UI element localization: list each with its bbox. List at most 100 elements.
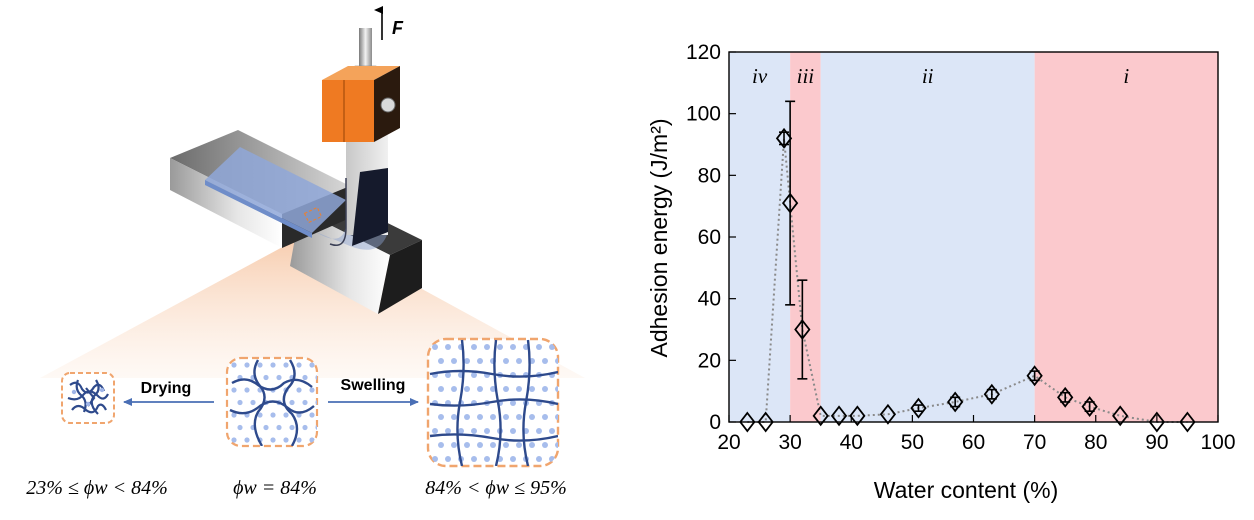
sample-marker [303,206,323,224]
solvent-dot [549,456,555,462]
solvent-dot [231,362,237,368]
data-point [1112,405,1129,427]
solvent-dot [484,344,490,350]
phi-label-right: 84% < ϕw ≤ 95% [425,477,566,499]
solvent-dot [237,399,243,406]
substrate-slab [170,130,350,248]
solvent-dot [536,344,542,350]
region-label-iii: iii [797,64,815,88]
solvent-dot [315,424,317,431]
solvent-dot [231,412,237,418]
network-as-prepared [225,356,319,448]
solvent-dot [257,362,263,368]
solvent-dot [438,442,444,448]
solvent-dot [276,374,282,381]
solvent-dot [296,362,302,368]
solvent-dot [302,424,308,431]
y-tick-label: 80 [698,164,721,187]
data-point [781,192,799,214]
solvent-dot [438,358,444,364]
y-tick-label: 100 [686,103,721,126]
solvent-dot [516,386,522,392]
data-point [1057,386,1074,408]
solvent-dot [432,456,438,462]
solvent-dot [490,442,496,448]
region-label-i: i [1123,64,1129,88]
solvent-dot [231,437,237,443]
solvent-dot [445,344,451,350]
region-label-ii: ii [922,64,934,88]
solvent-dot [237,424,243,431]
solvent-dot [283,437,289,443]
solvent-dot [516,358,522,364]
solvent-dot [529,386,535,392]
data-point [830,405,848,427]
illustration: F [26,6,585,499]
solvent-dot [309,437,315,443]
clamp-screw-icon [380,97,396,113]
solvent-dot [289,424,295,431]
phi-label-left: 23% ≤ ϕw < 84% [26,477,167,499]
data-point [947,391,964,413]
solvent-dot [471,428,477,434]
load-rod [359,28,372,74]
y-tick-label: 120 [686,41,721,64]
solvent-dot [445,372,451,378]
data-point [849,405,866,427]
solvent-dot [263,374,269,381]
x-tick-label: 70 [1023,431,1046,454]
solvent-dot [283,362,289,368]
solvent-dot [296,437,302,443]
peeled-strip [316,135,388,250]
y-axis-label: Adhesion energy (J/m²) [646,118,672,357]
x-tick-label: 20 [717,431,740,454]
solvent-dot [445,456,451,462]
solvent-dot [516,414,522,420]
data-point [910,397,927,419]
solvent-dot [432,428,438,434]
solvent-dot [257,412,263,418]
solvent-dot [529,414,535,420]
x-tick-label: 100 [1200,431,1235,454]
data-point [879,403,897,425]
solvent-dot [529,442,535,448]
solvent-dot [451,358,457,364]
solvent-dot [451,414,457,420]
solvent-dot [555,442,558,448]
region-i [1034,52,1218,422]
solvent-dot [445,428,451,434]
solvent-dot [471,372,477,378]
solvent-dot [283,412,289,418]
solvent-dot [270,437,276,443]
solvent-dot [289,399,295,406]
solvent-dot [477,386,483,392]
solvent-dot [263,424,269,431]
solvent-dot [244,437,250,443]
solvent-dot [270,362,276,368]
x-tick-label: 80 [1084,431,1107,454]
solvent-dot [244,362,250,368]
region-iv [729,52,791,422]
network-swollen [426,337,560,468]
solvent-dot [432,344,438,350]
solvent-dot [510,456,516,462]
solvent-dot [510,428,516,434]
solvent-dot [471,456,477,462]
solvent-dot [451,442,457,448]
x-tick-label: 60 [962,431,985,454]
data-point [983,383,1000,405]
solvent-dot [542,358,548,364]
solvent-dot [244,387,250,393]
y-tick-label: 20 [698,349,721,372]
data-point [1148,411,1166,433]
solvent-dot [309,387,315,393]
solvent-dot [555,386,558,392]
solvent-dot [302,374,308,381]
region-iii [790,52,821,422]
y-tick-label: 60 [698,226,721,249]
solvent-dot [536,456,542,462]
data-point [739,411,756,433]
solvent-dot [438,414,444,420]
